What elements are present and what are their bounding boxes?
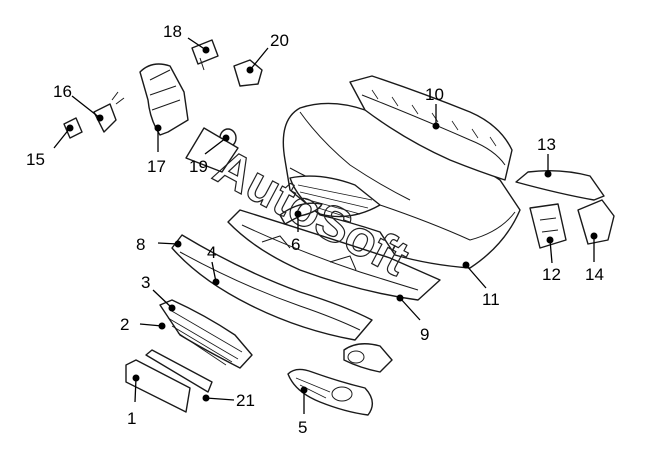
part-upper-right-bracket (515, 169, 605, 201)
callout-11: 11 (482, 290, 500, 309)
part-pin (185, 127, 239, 173)
callout-20: 20 (270, 31, 289, 50)
callout-17: 17 (147, 157, 166, 176)
part-mount-plate (529, 203, 567, 249)
part-bolt (191, 39, 219, 71)
callout-15: 15 (26, 150, 45, 169)
callout-1: 1 (127, 409, 136, 428)
callout-5: 5 (298, 418, 307, 437)
callout-leaders (53, 37, 598, 414)
part-trim-strip (171, 234, 373, 341)
callout-4: 4 (207, 243, 216, 262)
part-corner-bracket (577, 199, 615, 245)
callout-10: 10 (425, 85, 444, 104)
callout-12: 12 (542, 265, 561, 284)
part-impact-absorber (349, 75, 513, 181)
part-lower-spoiler (227, 209, 441, 301)
part-side-bracket (139, 63, 189, 136)
part-fog-lamp-cover (287, 368, 373, 416)
part-lower-grille (159, 299, 253, 369)
callout-14: 14 (585, 265, 604, 284)
part-clamp (93, 91, 125, 133)
part-fog-lamp (343, 343, 393, 373)
callout-labels: 1 2 3 4 5 6 8 9 10 11 12 13 14 15 16 17 … (26, 22, 604, 437)
callout-18: 18 (163, 22, 182, 41)
callout-13: 13 (537, 135, 556, 154)
callout-21: 21 (236, 391, 255, 410)
callout-8: 8 (136, 235, 145, 254)
callout-6: 6 (291, 235, 300, 254)
part-plate-bracket (125, 349, 213, 413)
callout-16: 16 (53, 82, 72, 101)
callout-3: 3 (141, 273, 150, 292)
part-nut-clip (233, 59, 263, 87)
callout-2: 2 (120, 315, 129, 334)
callout-19: 19 (189, 157, 208, 176)
callout-9: 9 (420, 325, 429, 344)
